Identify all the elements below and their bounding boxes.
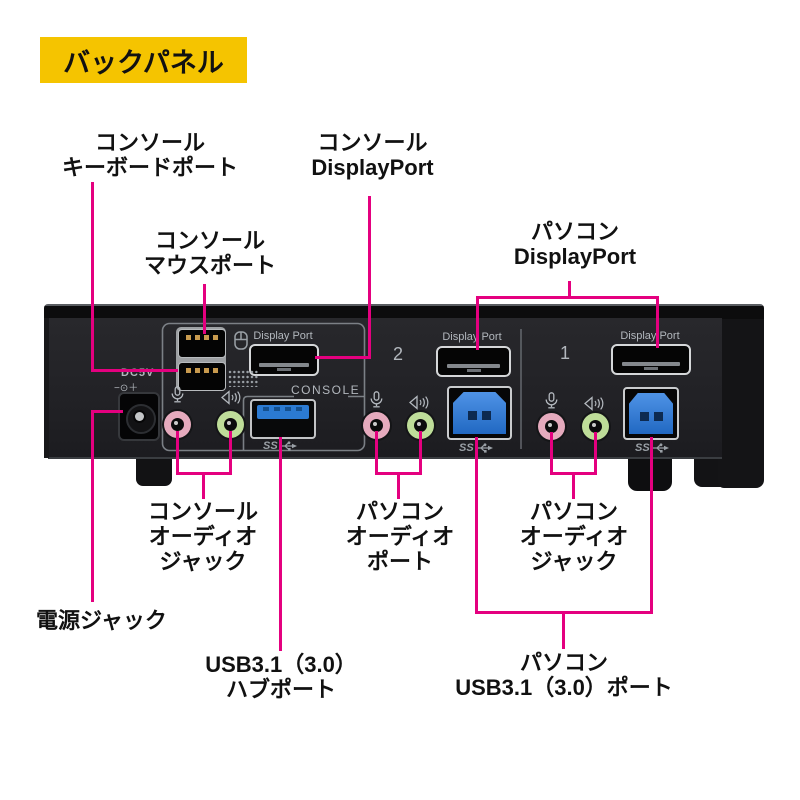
callout-line-pc-usb [562, 611, 565, 649]
pc1-displayport-label: Display Port [620, 330, 680, 342]
port-number-2: 2 [393, 344, 404, 364]
console-usb-keyboard-mouse-ports [176, 327, 226, 391]
power-jack-port [118, 392, 160, 441]
speaker-icon [221, 390, 241, 405]
callout-line-power-jack [91, 410, 123, 413]
title-badge: バックパネル [40, 37, 247, 83]
callout-line-pc-audio-port [375, 431, 378, 475]
callout-line-console-displayport [368, 196, 371, 359]
label-power-jack: 電源ジャック [36, 608, 167, 633]
callout-line-pc-audio-jack [572, 472, 575, 499]
usb-ss-logo: SS [459, 442, 494, 454]
mic-icon [171, 386, 184, 403]
label-usb-hub-port: USB3.1（3.0） ハブポート [205, 652, 357, 702]
console-section-label: CONSOLE [291, 383, 361, 397]
callout-line-power-jack [91, 410, 94, 602]
callout-line-pc-displayport [656, 296, 659, 348]
pc2-displayport-port [436, 346, 511, 377]
callout-line-console-keyboard [91, 369, 178, 372]
usb-trident-icon [476, 443, 493, 453]
console-displayport-label: Display Port [253, 330, 313, 342]
device-side-panel [718, 307, 764, 488]
callout-line-usb-hub [279, 437, 282, 651]
callout-line-pc-audio-port [419, 431, 422, 475]
label-console-mouse-port: コンソール マウスポート [143, 228, 276, 278]
device-foot-left [136, 455, 172, 486]
device-left-edge [44, 318, 49, 458]
console-keyboard-usb-port [178, 362, 226, 391]
pc2-usb-b-port [447, 386, 512, 440]
callout-line-pc-audio-port [397, 472, 400, 499]
mic-icon [545, 392, 558, 409]
callout-line-console-audio [229, 431, 232, 475]
pc2-mic-jack [363, 412, 390, 439]
dc-polarity-mark: −⊙＋ [114, 383, 139, 394]
mic-icon [370, 391, 383, 408]
keyboard-icon [228, 370, 259, 387]
usb-trident-icon [652, 443, 669, 453]
usb-trident-icon [280, 441, 297, 451]
port-number-1: 1 [560, 343, 571, 363]
callout-line-pc-displayport [476, 296, 659, 299]
console-mouse-usb-port [178, 329, 226, 358]
callout-line-console-displayport [315, 356, 371, 359]
callout-line-pc-audio-jack [594, 432, 597, 475]
label-console-audio-jack: コンソール オーディオ ジャック [147, 499, 258, 574]
callout-line-pc-audio-jack [550, 432, 553, 475]
callout-line-pc-displayport [568, 281, 571, 298]
console-displayport-port [249, 344, 319, 376]
mouse-icon [234, 331, 248, 350]
label-pc-audio-port: パソコン オーディオ ポート [345, 499, 455, 574]
label-console-keyboard-port: コンソール キーボードポート [61, 130, 238, 180]
label-pc-displayport: パソコン DisplayPort [513, 219, 637, 269]
label-pc-usb-port: パソコン USB3.1（3.0）ポート [455, 650, 673, 700]
speaker-icon [409, 395, 429, 410]
callout-line-console-audio [176, 431, 179, 475]
speaker-icon [584, 396, 604, 411]
callout-line-pc-displayport [476, 296, 479, 350]
device-top-bezel [44, 304, 764, 319]
pc2-displayport-label: Display Port [442, 331, 502, 343]
usb-ss-logo: SS [263, 440, 298, 452]
label-pc-audio-jack: パソコン オーディオ ジャック [519, 499, 629, 574]
callout-line-pc-usb [475, 437, 478, 614]
pc1-displayport-port [611, 344, 691, 375]
callout-line-pc-usb [650, 437, 653, 614]
usb-ss-logo: SS [635, 442, 670, 454]
title-badge-label: バックパネル [63, 47, 224, 78]
callout-line-console-mouse [203, 284, 206, 334]
pc1-usb-b-port [623, 387, 679, 440]
usb3-hub-port [250, 399, 316, 439]
label-console-displayport: コンソール DisplayPort [311, 130, 434, 180]
callout-line-console-audio [202, 472, 205, 499]
callout-line-console-keyboard [91, 182, 94, 372]
